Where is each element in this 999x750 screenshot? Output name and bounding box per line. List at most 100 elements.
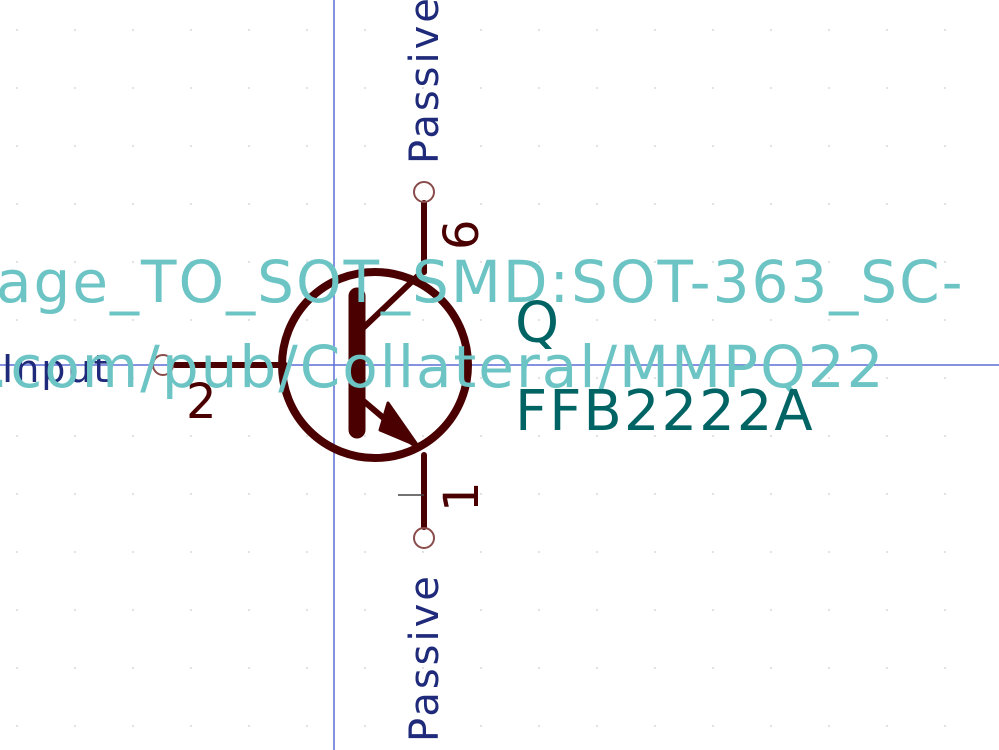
grid-dot: [364, 203, 366, 205]
grid-dot: [654, 493, 656, 495]
grid-dot: [132, 609, 134, 611]
grid-dot: [596, 203, 598, 205]
grid-dot: [364, 493, 366, 495]
pin-collector-end[interactable]: [413, 181, 435, 203]
grid-dots: [16, 29, 946, 727]
grid-dot: [480, 725, 482, 727]
grid-dot: [654, 377, 656, 379]
grid-dot: [132, 377, 134, 379]
grid-dot: [538, 261, 540, 263]
grid-dot: [828, 145, 830, 147]
grid-dot: [16, 203, 18, 205]
grid-dot: [480, 145, 482, 147]
grid-dot: [944, 87, 946, 89]
pin-emitter-number: 1: [434, 481, 490, 512]
grid-dot: [480, 87, 482, 89]
grid-dot: [886, 261, 888, 263]
grid-dot: [654, 203, 656, 205]
grid-dot: [364, 145, 366, 147]
grid-dot: [828, 609, 830, 611]
grid-dot: [654, 87, 656, 89]
grid-dot: [828, 493, 830, 495]
grid-dot: [712, 29, 714, 31]
grid-dot: [16, 667, 18, 669]
grid-dot: [480, 435, 482, 437]
grid-dot: [538, 145, 540, 147]
grid-dot: [422, 377, 424, 379]
grid-dot: [364, 261, 366, 263]
grid-dot: [886, 725, 888, 727]
grid-dot: [596, 377, 598, 379]
value-field[interactable]: FFB2222A: [515, 379, 815, 444]
grid-dot: [712, 261, 714, 263]
grid-dot: [132, 145, 134, 147]
grid-dot: [190, 203, 192, 205]
grid-dot: [190, 29, 192, 31]
grid-dot: [712, 725, 714, 727]
grid-dot: [422, 87, 424, 89]
grid-dot: [480, 609, 482, 611]
grid-dot: [944, 667, 946, 669]
pin-base[interactable]: [152, 354, 288, 376]
grid-dot: [306, 29, 308, 31]
grid-dot: [16, 261, 18, 263]
grid-dot: [886, 435, 888, 437]
grid-dot: [306, 725, 308, 727]
grid-dot: [712, 551, 714, 553]
grid-dot: [712, 203, 714, 205]
grid-dot: [886, 609, 888, 611]
grid-dot: [770, 725, 772, 727]
grid-dot: [538, 551, 540, 553]
grid-dot: [248, 725, 250, 727]
reference-field[interactable]: Q: [515, 291, 559, 356]
grid-dot: [74, 551, 76, 553]
grid-dot: [654, 261, 656, 263]
grid-dot: [74, 377, 76, 379]
grid-dot: [828, 87, 830, 89]
pin-emitter-end[interactable]: [413, 527, 435, 549]
grid-dot: [74, 261, 76, 263]
grid-dot: [944, 435, 946, 437]
grid-dot: [74, 435, 76, 437]
pin-collector-number: 6: [434, 219, 490, 250]
grid-dot: [74, 87, 76, 89]
grid-dot: [306, 493, 308, 495]
grid-dot: [944, 609, 946, 611]
grid-dot: [712, 667, 714, 669]
grid-dot: [190, 145, 192, 147]
grid-dot: [654, 551, 656, 553]
pin-emitter[interactable]: [413, 452, 435, 549]
grid-dot: [364, 667, 366, 669]
grid-dot: [16, 145, 18, 147]
pin-base-end[interactable]: [152, 354, 174, 376]
grid-dot: [596, 609, 598, 611]
grid-dot: [132, 551, 134, 553]
grid-dot: [828, 435, 830, 437]
grid-dot: [944, 725, 946, 727]
grid-dot: [248, 377, 250, 379]
grid-dot: [480, 551, 482, 553]
grid-dot: [944, 377, 946, 379]
grid-dot: [654, 435, 656, 437]
grid-dot: [132, 667, 134, 669]
pin-collector[interactable]: [413, 181, 435, 275]
grid-dot: [16, 551, 18, 553]
grid-dot: [944, 493, 946, 495]
grid-dot: [828, 319, 830, 321]
grid-dot: [712, 493, 714, 495]
grid-dot: [828, 261, 830, 263]
grid-dot: [306, 377, 308, 379]
grid-dot: [480, 319, 482, 321]
grid-dot: [74, 725, 76, 727]
grid-dot: [74, 609, 76, 611]
grid-dot: [306, 667, 308, 669]
grid-dot: [770, 203, 772, 205]
grid-dot: [828, 29, 830, 31]
grid-dot: [596, 29, 598, 31]
grid-dot: [538, 203, 540, 205]
grid-dot: [190, 319, 192, 321]
grid-dot: [16, 377, 18, 379]
grid-dot: [16, 319, 18, 321]
collector-diagonal: [357, 267, 427, 334]
